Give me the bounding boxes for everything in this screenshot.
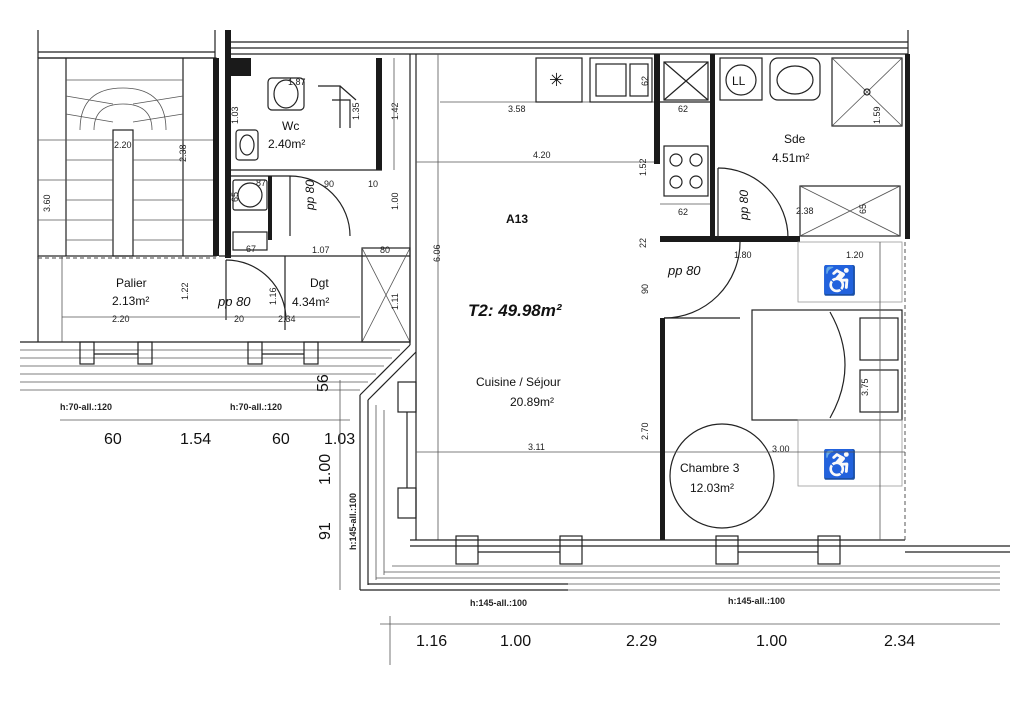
sejour-area: 20.89m² bbox=[510, 395, 554, 409]
left-facade: h:70-all.:120 h:70-all.:120 60 1.54 60 1… bbox=[20, 341, 417, 590]
dim-wc-87: 87 bbox=[256, 178, 266, 188]
dim-sej-420: 4.20 bbox=[533, 150, 551, 160]
window-side: h:145-all.:100 bbox=[348, 493, 358, 550]
dim-stair-220: 2.20 bbox=[114, 140, 132, 150]
dim-kit-152: 1.52 bbox=[638, 158, 648, 176]
dim-wc-65: 65 bbox=[230, 192, 240, 202]
chambre-room: pp 80 1.80 2.70 1.20 ♿ 3.75 ♿ 3.00 Chamb… bbox=[640, 241, 906, 540]
dim-dgt-234: 2.34 bbox=[278, 314, 296, 324]
wc-name: Wc bbox=[282, 119, 299, 133]
wc-room: 1.87 1.03 1.35 1.42 Wc 2.40m² 90 10 1.00… bbox=[225, 58, 400, 258]
dim-sde-238: 2.38 bbox=[796, 206, 814, 216]
dim-ch-300: 3.00 bbox=[772, 444, 790, 454]
dim-sde-65: 65 bbox=[858, 204, 868, 214]
window-bottom-1: h:145-all.:100 bbox=[470, 598, 527, 608]
plant-icon: ✳ bbox=[549, 70, 564, 90]
dim-wc-135: 1.35 bbox=[351, 102, 361, 120]
apartment-code: A13 bbox=[506, 212, 528, 226]
dim-bt-100b: 1.00 bbox=[756, 633, 787, 650]
dim-sde-159: 1.59 bbox=[872, 106, 882, 124]
dim-wc-142: 1.42 bbox=[390, 102, 400, 120]
dgt-name: Dgt bbox=[310, 276, 329, 290]
window-left-1: h:70-all.:120 bbox=[60, 402, 112, 412]
door-chambre-pp: pp 80 bbox=[667, 263, 701, 278]
sde-area: 4.51m² bbox=[772, 151, 809, 165]
dim-wc-10: 10 bbox=[368, 179, 378, 189]
wheelchair-icon-2: ♿ bbox=[822, 448, 857, 481]
dim-sde-180: 1.80 bbox=[734, 250, 752, 260]
chambre-name: Chambre 3 bbox=[680, 461, 740, 475]
window-bottom-2: h:145-all.:100 bbox=[728, 596, 785, 606]
dim-bt-116: 1.16 bbox=[416, 633, 447, 650]
door-wc-pp: pp 80 bbox=[303, 180, 317, 211]
palier-area: 2.13m² bbox=[112, 294, 149, 308]
sde-name: Sde bbox=[784, 132, 806, 146]
dim-sej-270: 2.70 bbox=[640, 422, 650, 440]
dim-b-60b: 60 bbox=[272, 431, 290, 448]
palier-room: Palier 2.13m² 2.20 1.22 bbox=[37, 256, 222, 342]
kitchen-strip: 62 1.52 62 22 90 bbox=[638, 54, 800, 294]
dim-ch-375: 3.75 bbox=[860, 378, 870, 396]
dim-b-100v: 1.00 bbox=[317, 454, 334, 485]
dim-stair-238: 2.38 bbox=[178, 144, 188, 162]
dim-palier-122: 1.22 bbox=[180, 282, 190, 300]
sde-room: LL 1.59 Sde 4.51m² pp 80 2.38 65 bbox=[717, 57, 903, 239]
washing-machine-label: LL bbox=[732, 74, 746, 88]
dim-ch-120: 1.20 bbox=[846, 250, 864, 260]
dim-dgt-20: 20 bbox=[234, 314, 244, 324]
dim-b-56: 56 bbox=[315, 374, 332, 392]
dim-wc-100: 1.00 bbox=[390, 192, 400, 210]
dim-dgt-116: 1.16 bbox=[268, 287, 278, 305]
dim-b-154: 1.54 bbox=[180, 431, 211, 448]
dim-bt-234: 2.34 bbox=[884, 633, 915, 650]
palier-name: Palier bbox=[116, 276, 147, 290]
dim-wc-103: 1.03 bbox=[230, 106, 240, 124]
dim-sej-358: 3.58 bbox=[508, 104, 526, 114]
bottom-facade: h:145-all.:100 h:145-all.:100 1.16 1.00 … bbox=[360, 535, 1010, 665]
dim-kit-62b: 62 bbox=[678, 104, 688, 114]
chambre-area: 12.03m² bbox=[690, 481, 734, 495]
door-sde-pp: pp 80 bbox=[737, 190, 751, 221]
dim-wc-187: 1.87 bbox=[288, 77, 306, 87]
dim-dgt-80: 80 bbox=[380, 245, 390, 255]
dim-bt-100a: 1.00 bbox=[500, 633, 531, 650]
apartment-type-area: T2: 49.98m² bbox=[468, 301, 563, 320]
dgt-room: 1.07 80 1.11 pp 80 1.16 Dgt 4.34m² 20 2.… bbox=[217, 245, 411, 343]
wc-area: 2.40m² bbox=[268, 137, 305, 151]
dim-wc-90: 90 bbox=[324, 179, 334, 189]
dim-b-60a: 60 bbox=[104, 431, 122, 448]
dim-stair-360: 3.60 bbox=[42, 194, 52, 212]
dgt-area: 4.34m² bbox=[292, 295, 329, 309]
window-left-2: h:70-all.:120 bbox=[230, 402, 282, 412]
wheelchair-icon-1: ♿ bbox=[822, 264, 857, 297]
dim-dgt-107: 1.07 bbox=[312, 245, 330, 255]
dim-wc-67: 67 bbox=[246, 244, 256, 254]
top-walls bbox=[37, 30, 910, 239]
dim-dgt-111: 1.11 bbox=[390, 293, 400, 310]
dim-kit-62c: 62 bbox=[678, 207, 688, 217]
dim-sej-311: 3.11 bbox=[528, 442, 545, 452]
dim-sej-606: 6.06 bbox=[432, 244, 442, 262]
dim-bt-229: 2.29 bbox=[626, 633, 657, 650]
sejour-room: 3.58 4.20 6.06 ✳ 62 A13 T2: 49.98m² Cuis… bbox=[409, 54, 905, 547]
dim-b-91: 91 bbox=[317, 522, 334, 540]
dim-kit-90: 90 bbox=[640, 284, 650, 294]
staircase: 2.20 2.38 3.60 bbox=[37, 57, 219, 257]
dim-kit-22: 22 bbox=[638, 238, 648, 248]
door-dgt-pp: pp 80 bbox=[217, 294, 251, 309]
dim-kit-62a: 62 bbox=[640, 76, 650, 86]
sejour-name: Cuisine / Séjour bbox=[476, 375, 561, 389]
dim-palier-220: 2.20 bbox=[112, 314, 130, 324]
